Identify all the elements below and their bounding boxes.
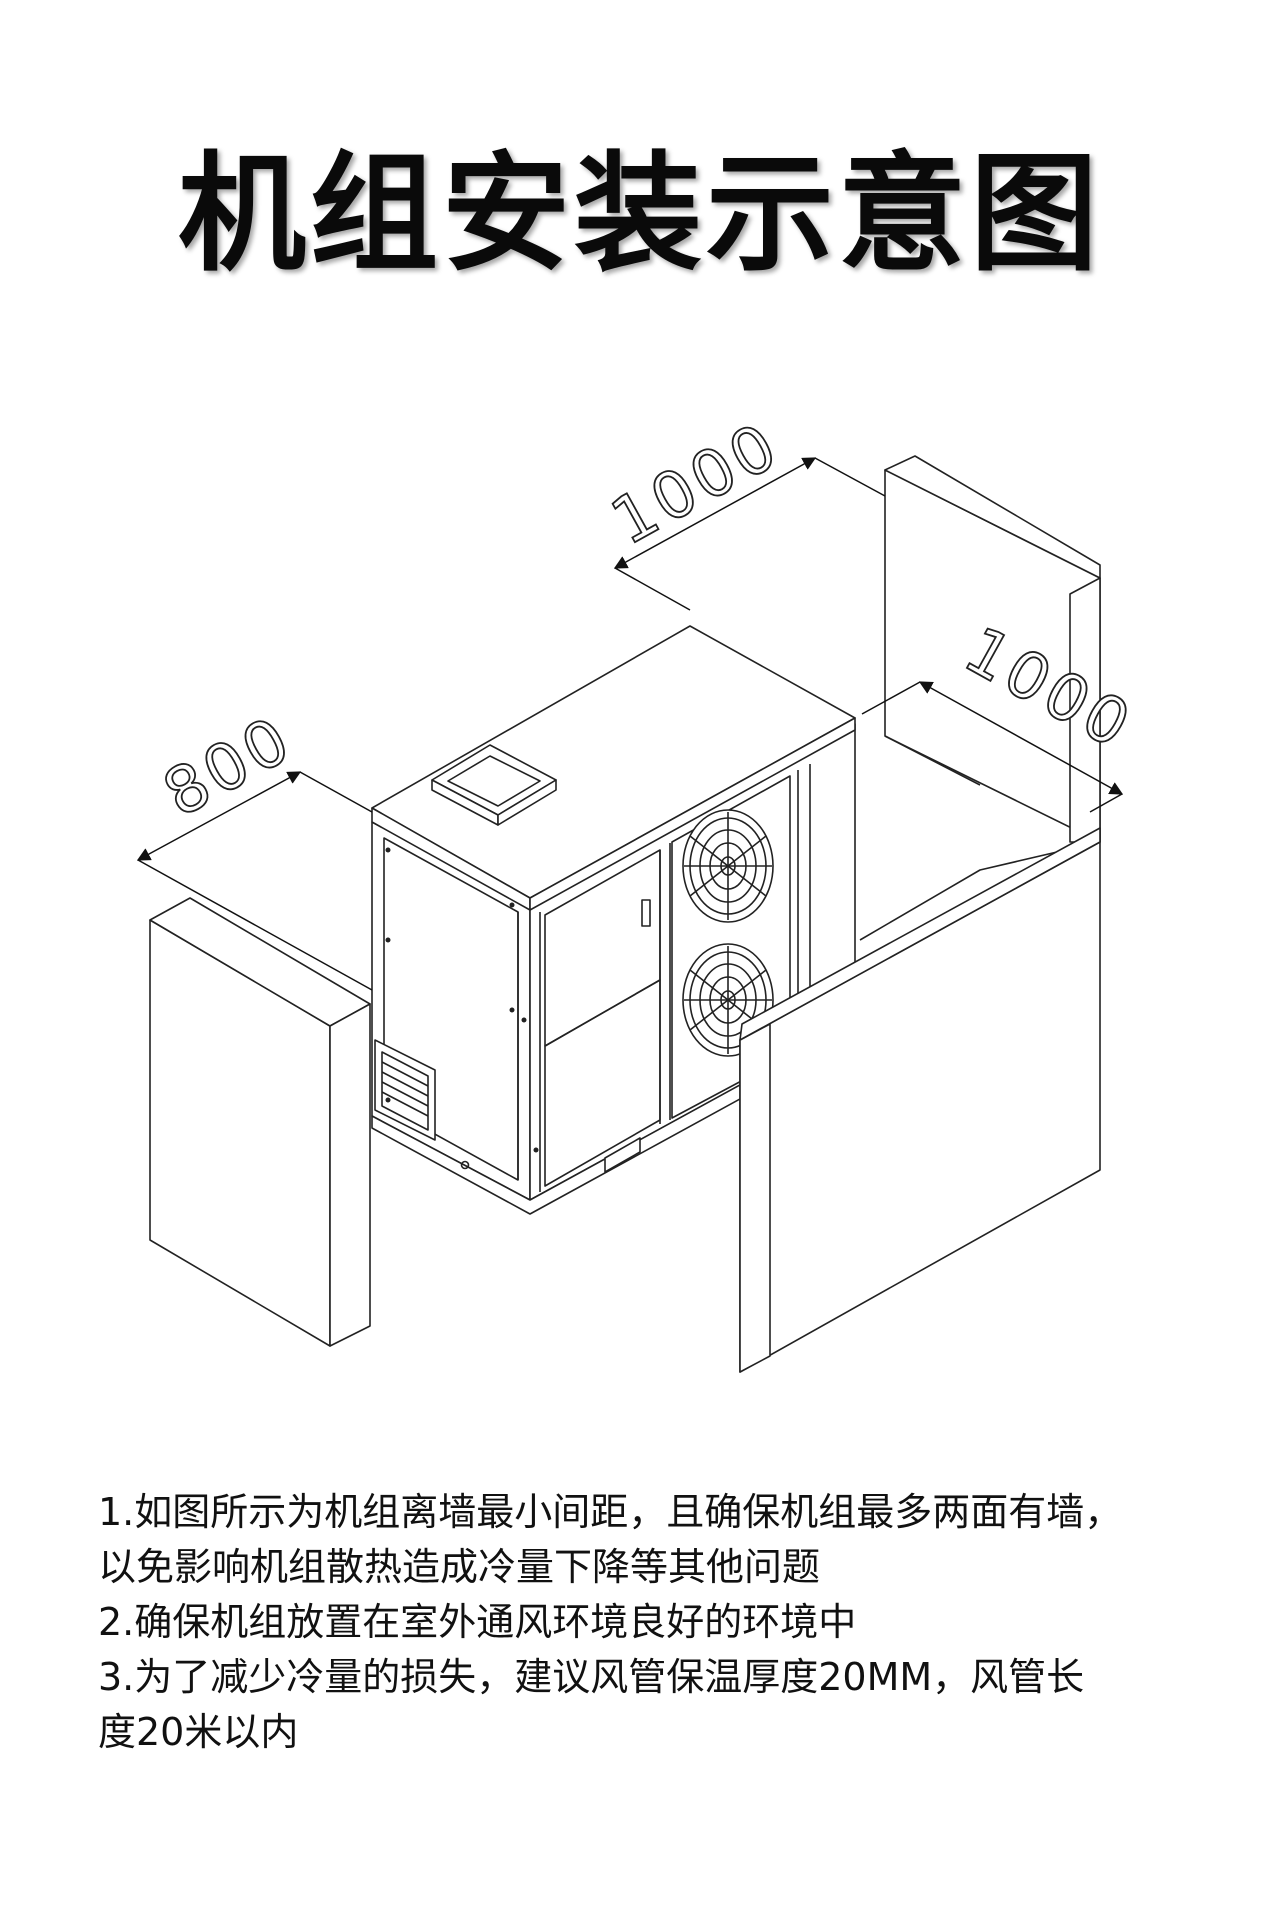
installation-notes: 1.如图所示为机组离墙最小间距，且确保机组最多两面有墙， 以免影响机组散热造成冷… — [98, 1485, 1198, 1760]
note-line: 以免影响机组散热造成冷量下降等其他问题 — [98, 1545, 821, 1589]
bottom-slot — [605, 1138, 640, 1172]
dimension-line-800 — [136, 772, 302, 860]
dimension-label-800: 800 — [152, 702, 305, 832]
note-line: 3.为了减少冷量的损失，建议风管保温厚度20MM，风管长 — [98, 1655, 1085, 1699]
page-title: 机组安装示意图 — [177, 140, 1102, 289]
note-line: 度20米以内 — [98, 1710, 299, 1754]
dimension-line-back-1000 — [613, 458, 817, 568]
door-handle-icon — [642, 900, 650, 926]
dimension-line-right-1000 — [918, 682, 1124, 794]
screws — [385, 847, 539, 1169]
left-wall — [150, 898, 370, 1346]
ac-unit — [372, 626, 855, 1214]
note-line: 1.如图所示为机组离墙最小间距，且确保机组最多两面有墙， — [98, 1490, 1123, 1534]
louver-vent-icon — [375, 1040, 435, 1140]
fan-icon — [683, 810, 773, 922]
note-line: 2.确保机组放置在室外通风环境良好的环境中 — [98, 1600, 857, 1644]
dimension-label-back-1000: 1000 — [600, 409, 792, 560]
duct-flange-icon — [432, 745, 556, 825]
right-wall — [740, 828, 1100, 1372]
